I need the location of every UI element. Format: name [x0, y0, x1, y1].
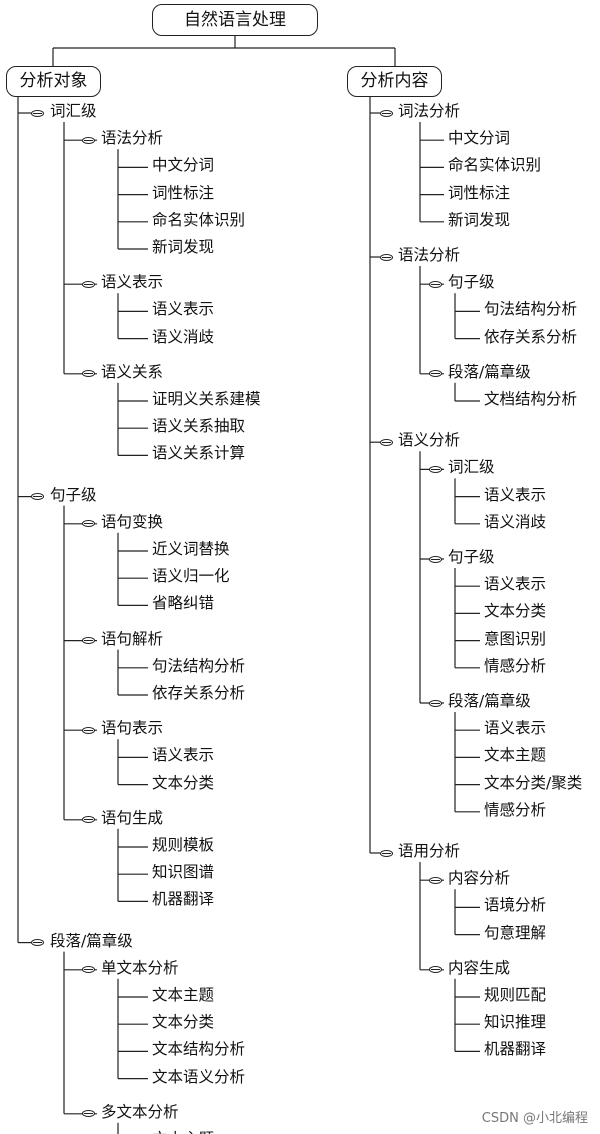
tree-node-label: 文本语义分析: [152, 1067, 246, 1086]
tree-node-label: 中文分词: [448, 129, 511, 148]
tree-node-label: 语法分析: [398, 246, 461, 264]
tree-node-label: 文本主题: [152, 986, 215, 1004]
tree-node-label: 词性标注: [448, 183, 511, 202]
tree-node-label: 知识推理: [484, 1013, 547, 1032]
tree-node-label: 语义消歧: [484, 512, 547, 531]
root-node: 自然语言处理: [152, 4, 318, 36]
tree-node-label: 文本分类: [152, 1013, 215, 1032]
tree-node-label: 段落/篇章级: [448, 692, 531, 710]
tree-node-label: 文本主题: [152, 1131, 214, 1134]
tree-node-label: 语义分析: [398, 431, 461, 450]
collapse-toggle-icon[interactable]: [82, 816, 95, 824]
collapse-toggle-icon[interactable]: [31, 493, 44, 501]
branch-analysis-objects: 分析对象: [6, 66, 101, 97]
collapse-toggle-icon[interactable]: [82, 966, 95, 974]
tree-node-label: 情感分析: [484, 800, 547, 819]
tree-node-label: 语义表示: [152, 746, 215, 765]
collapse-toggle-icon[interactable]: [82, 136, 95, 144]
collapse-toggle-icon[interactable]: [429, 465, 442, 473]
tree-node-label: 语义表示: [484, 485, 547, 504]
watermark: CSDN @小北编程: [481, 1111, 588, 1126]
tree-node-label: 语义表示: [101, 273, 164, 292]
tree-node-label: 规则模板: [152, 836, 215, 854]
tree-node-label: 命名实体识别: [448, 156, 542, 175]
tree-node-label: 词汇级: [50, 102, 97, 120]
tree-node-label: 文本结构分析: [152, 1040, 246, 1059]
tree-node-label: 文本分类: [152, 773, 215, 792]
tree-node-label: 机器翻译: [152, 890, 215, 909]
collapse-toggle-icon[interactable]: [429, 966, 442, 974]
tree-node-label: 句子级: [50, 485, 97, 504]
tree-node-label: 语句解析: [101, 629, 164, 648]
tree-node-label: 知识图谱: [152, 863, 215, 882]
collapse-toggle-icon[interactable]: [82, 280, 95, 288]
tree-node-label: 内容生成: [448, 958, 511, 977]
tree-node-label: 语义关系计算: [152, 444, 246, 463]
collapse-toggle-icon[interactable]: [82, 1110, 95, 1118]
collapse-toggle-icon[interactable]: [82, 520, 95, 528]
tree-node-label: 段落/篇章级: [448, 362, 531, 381]
collapse-toggle-icon[interactable]: [31, 939, 44, 947]
tree-node-label: 情感分析: [484, 656, 547, 675]
tree-node-label: 词性标注: [152, 183, 215, 202]
tree-node-label: 句子级: [448, 548, 495, 566]
tree-node-label: 语义表示: [152, 300, 215, 319]
tree-node-label: 语义表示: [484, 575, 547, 594]
tree-node-label: 句子级: [448, 273, 495, 292]
collapse-toggle-icon[interactable]: [380, 849, 393, 857]
tree-node-label: 语境分析: [484, 896, 547, 915]
tree-node-label: 段落/篇章级: [50, 931, 133, 950]
collapse-toggle-icon[interactable]: [380, 109, 393, 117]
tree-node-label: 语句变换: [101, 512, 164, 531]
tree-node-label: 语义表示: [484, 719, 547, 738]
collapse-toggle-icon[interactable]: [82, 370, 95, 378]
collapse-toggle-icon[interactable]: [429, 699, 442, 707]
tree-node-label: 新词发现: [152, 238, 215, 256]
collapse-toggle-icon[interactable]: [429, 555, 442, 563]
tree-node-label: 内容分析: [448, 869, 511, 888]
tree-node-label: 新词发现: [448, 210, 511, 229]
tree-node-label: 文本主题: [484, 746, 547, 765]
tree-node-label: 句法结构分析: [152, 656, 246, 675]
tree-node-label: 句意理解: [484, 923, 547, 942]
tree-node-label: 句法结构分析: [484, 300, 578, 319]
tree-node-label: 依存关系分析: [152, 684, 246, 702]
tree-node-label: 词法分析: [398, 102, 461, 120]
tree-node-label: 文本分类: [484, 602, 547, 621]
tree-node-label: 证明义关系建模: [152, 390, 261, 408]
tree-node-label: 语义归一化: [152, 567, 230, 586]
tree-node-label: 语句生成: [101, 808, 164, 827]
tree-node-label: 语义关系抽取: [152, 417, 246, 436]
collapse-toggle-icon[interactable]: [429, 876, 442, 884]
tree-node-label: 单文本分析: [101, 958, 179, 977]
tree-node-label: 语义消歧: [152, 327, 215, 346]
tree-node-label: 语法分析: [101, 129, 164, 148]
collapse-toggle-icon[interactable]: [82, 637, 95, 645]
tree-node-label: 语义关系: [101, 362, 164, 381]
collapse-toggle-icon[interactable]: [380, 253, 393, 261]
tree-node-label: 文档结构分析: [484, 390, 578, 408]
tree-node-label: 中文分词: [152, 156, 215, 175]
tree-node-label: 近义词替换: [152, 540, 230, 558]
tree-node-label: 词汇级: [448, 458, 495, 477]
tree-node-label: 多文本分析: [101, 1102, 179, 1121]
branch-analysis-content: 分析内容: [347, 66, 442, 97]
collapse-toggle-icon[interactable]: [429, 280, 442, 288]
collapse-toggle-icon[interactable]: [380, 438, 393, 446]
collapse-toggle-icon[interactable]: [31, 109, 44, 117]
collapse-toggle-icon[interactable]: [429, 370, 442, 378]
tree-node-label: 命名实体识别: [152, 210, 246, 229]
tree-node-label: 文本分类/聚类: [484, 773, 583, 792]
tree-node-label: 意图识别: [484, 629, 547, 648]
tree-node-label: 机器翻译: [484, 1040, 547, 1059]
collapse-toggle-icon[interactable]: [82, 726, 95, 734]
tree-node-label: 语句表示: [101, 719, 164, 738]
tree-node-label: 省略纠错: [152, 594, 215, 613]
tree-node-label: 规则匹配: [484, 986, 547, 1004]
tree-node-label: 依存关系分析: [484, 327, 578, 346]
tree-node-label: 语用分析: [398, 842, 461, 860]
